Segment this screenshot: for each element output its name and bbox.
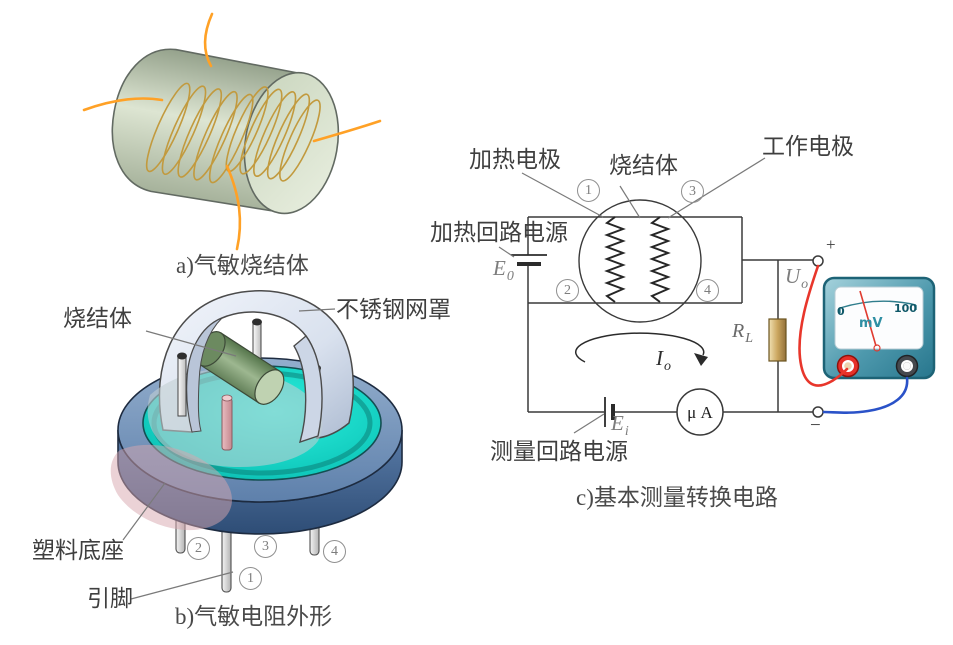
sinter-cylinder-a	[111, 48, 340, 215]
label-steel-mesh: 不锈钢网罩	[336, 297, 451, 322]
plus-sign: +	[826, 235, 836, 254]
battery-ei	[604, 397, 615, 427]
heater-zigzag	[604, 216, 626, 303]
meter-terminal-red	[836, 354, 860, 378]
panel-a-caption: a)气敏烧结体	[176, 253, 309, 278]
plus-terminal	[812, 255, 824, 267]
symbol-io: Io	[656, 346, 671, 375]
pin-number-1: 1	[239, 567, 262, 590]
label-heating-electrode: 加热电极	[469, 147, 561, 172]
label-lead-pin: 引脚	[87, 586, 133, 611]
panel-c-leaders	[498, 157, 766, 434]
probe-wire-blue	[822, 376, 909, 414]
panel-c-circuit-art	[498, 157, 936, 436]
panel-b-package-art	[110, 290, 403, 600]
label-measuring-supply: 测量回路电源	[490, 439, 628, 464]
pin-number-2: 2	[187, 537, 210, 560]
pin-number-3: 3	[254, 535, 277, 558]
meter-scale-max: 100	[894, 302, 917, 315]
panel-b-leaders	[122, 308, 336, 600]
meter-needle	[859, 290, 877, 347]
pin-number-4: 4	[323, 540, 346, 563]
label-plastic-base: 塑料底座	[32, 538, 124, 563]
label-heating-supply: 加热回路电源	[430, 220, 568, 245]
center-post	[221, 394, 233, 451]
symbol-uo: Uo	[785, 264, 809, 293]
electrode-number-2: 2	[556, 279, 579, 302]
meter-unit: mV	[859, 316, 883, 331]
label-sinter-body-c: 烧结体	[609, 153, 678, 178]
meter-scale-arc	[839, 300, 917, 313]
microammeter	[676, 388, 724, 436]
loop-current-arrow	[575, 332, 708, 366]
heater-coils	[145, 82, 321, 184]
panel-b-caption: b)气敏电阻外形	[175, 604, 333, 629]
steel-mesh-front	[186, 317, 323, 444]
symbol-rl: RL	[732, 320, 754, 346]
sensing-zigzag	[649, 216, 671, 303]
symbol-ei: Ei	[611, 411, 629, 440]
lead-wires	[82, 12, 382, 251]
electrode-number-4: 4	[696, 279, 719, 302]
panel-c-caption: c)基本测量转换电路	[576, 485, 778, 510]
battery-e0	[511, 254, 547, 266]
panel-a-sinter-art	[82, 12, 382, 251]
symbol-e0: E0	[493, 256, 514, 285]
load-resistor	[768, 318, 787, 362]
microammeter-label: μ A	[687, 403, 713, 422]
electrode-number-3: 3	[681, 180, 704, 203]
label-working-electrode: 工作电极	[762, 134, 854, 159]
probe-wire-red	[798, 264, 849, 387]
sensor-outline	[578, 199, 702, 323]
mv-meter	[822, 276, 936, 380]
meter-terminal-black	[895, 354, 919, 378]
label-sinter-body-b: 烧结体	[63, 306, 132, 331]
meter-scale-min: 0	[837, 305, 845, 318]
circuit-wires	[527, 216, 813, 413]
electrode-number-1: 1	[577, 179, 600, 202]
minus-sign: −	[810, 415, 821, 436]
